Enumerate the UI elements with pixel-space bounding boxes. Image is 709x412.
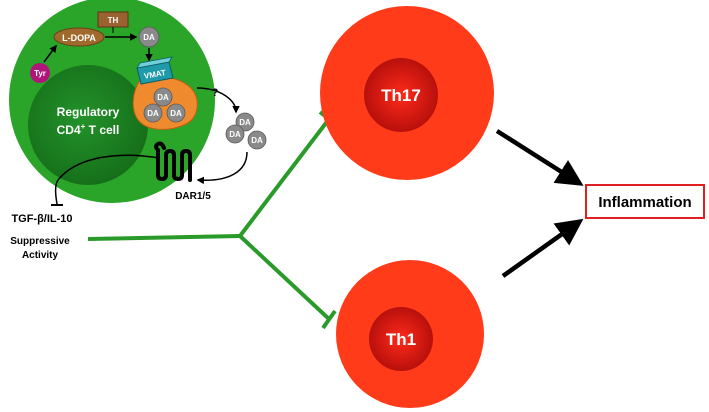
suppressive-activity-line1: Suppressive — [10, 236, 70, 247]
da-molecule-cytosol — [138, 26, 160, 48]
da-label-vesicle-1: DA — [157, 93, 169, 102]
th-enzyme-label: TH — [108, 16, 119, 25]
suppression-branch-th17 — [238, 117, 331, 238]
da-molecule-extracellular-2 — [225, 124, 245, 144]
da-label-vesicle-2: DA — [147, 109, 159, 118]
cytokine-label: TGF-β/IL-10 — [11, 213, 72, 225]
vmat-transporter-top — [136, 56, 173, 69]
inflammation-box — [585, 184, 705, 219]
da-label-cytosol: DA — [143, 33, 155, 42]
suppressive-activity-line2: Activity — [22, 250, 59, 261]
tyr-label: Tyr — [34, 69, 46, 78]
release-question-mark: ? — [212, 87, 219, 99]
ldopa-label: L-DOPA — [62, 33, 96, 43]
da-label-vesicle-3: DA — [170, 109, 182, 118]
suppression-branch-th1 — [238, 234, 331, 321]
th17-label: Th17 — [381, 86, 421, 105]
da-label-extracellular-3: DA — [251, 136, 263, 145]
th17-to-inflammation-arrow — [495, 129, 584, 186]
th1-label: Th1 — [386, 330, 416, 349]
th17-nucleus — [364, 58, 438, 132]
release-arrow — [196, 87, 240, 114]
th1-nucleus — [369, 307, 433, 371]
vmat-label: VMAT — [143, 68, 166, 81]
da-molecule-extracellular-3 — [247, 130, 267, 150]
dar-receptor-head — [154, 141, 166, 152]
th1-to-inflammation-arrow — [501, 218, 584, 278]
regulatory-label-line2: CD4+ T cell — [57, 122, 120, 137]
da-binding-arrow — [196, 151, 248, 185]
suppression-bar-th1 — [321, 309, 337, 330]
receptor-inhibition-line — [54, 154, 161, 205]
da-molecule-vesicle-2 — [143, 103, 163, 123]
receptor-label: DAR1/5 — [175, 191, 211, 202]
da-molecule-vesicle-3 — [166, 103, 186, 123]
tyr-node — [30, 63, 50, 83]
suppression-trunk-line — [87, 234, 241, 241]
da-molecule-vesicle-1 — [153, 87, 173, 107]
inflammation-label: Inflammation — [598, 194, 691, 211]
ldopa-node — [53, 27, 105, 47]
dar-receptor — [156, 148, 192, 182]
da-label-extracellular-1: DA — [239, 118, 251, 127]
da-label-extracellular-2: DA — [229, 130, 241, 139]
tyr-to-ldopa-arrow — [43, 44, 57, 63]
regulatory-label-line1: Regulatory — [57, 105, 120, 119]
